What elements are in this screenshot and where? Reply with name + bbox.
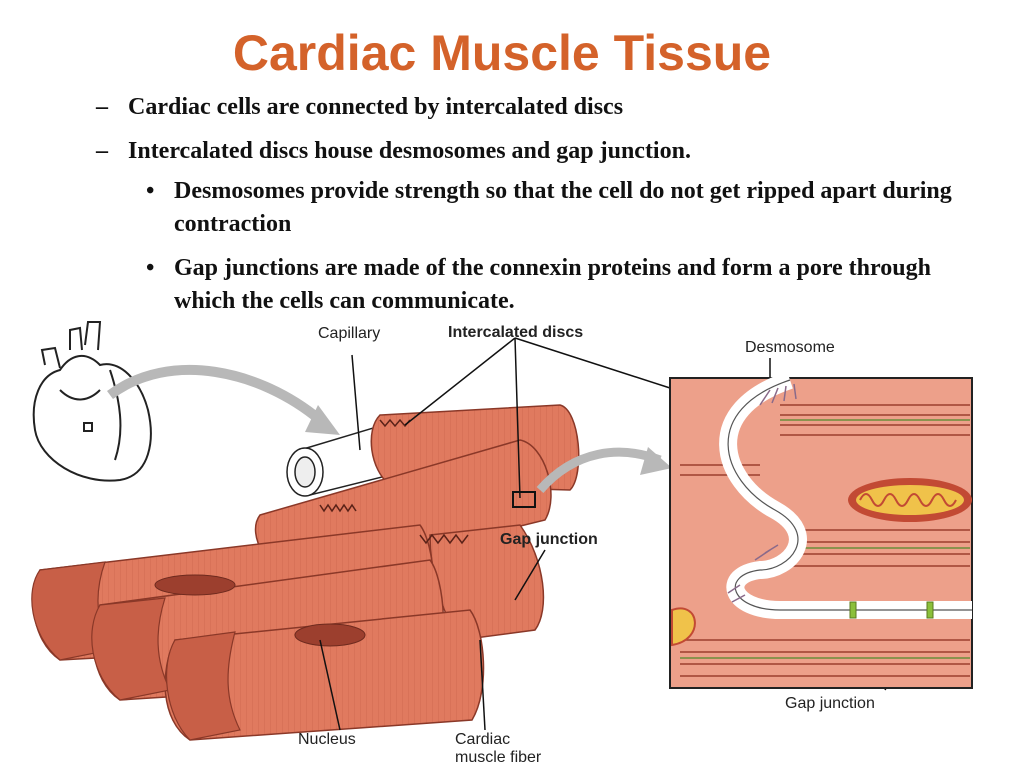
cardiac-tissue-illustration <box>31 321 973 741</box>
cardiac-fiber-label-line2: muscle fiber <box>455 749 542 766</box>
desmosome-label: Desmosome <box>745 339 835 356</box>
capillary-label: Capillary <box>318 325 381 342</box>
bullet-text: Intercalated discs house desmosomes and … <box>128 138 691 164</box>
sub-bullet-text: Gap junctions are made of the connexin p… <box>174 255 931 314</box>
bullet-marker: • <box>146 178 155 204</box>
cardiac-tissue-figure: Capillary Intercalated discs Desmosome G… <box>0 310 1024 768</box>
slide-title: Cardiac Muscle Tissue <box>232 25 772 81</box>
bullet-text: Cardiac cells are connected by intercala… <box>128 94 624 120</box>
dash-marker: – <box>96 138 108 164</box>
bullet-list: – Cardiac cells are connected by interca… <box>0 0 1024 320</box>
heart-icon <box>32 321 152 482</box>
intercalated-discs-label: Intercalated discs <box>448 324 584 341</box>
gap-junction-label: Gap junction <box>500 531 598 548</box>
cardiac-fiber-label-line1: Cardiac <box>455 731 511 748</box>
dash-marker: – <box>96 94 108 120</box>
junction-inset <box>669 371 973 689</box>
sub-bullet-text: Desmosomes provide strength so that the … <box>174 178 952 237</box>
gap-junction-inset-label: Gap junction <box>785 695 875 712</box>
nucleus-shapes <box>154 574 366 647</box>
mitochondrion-shape <box>848 478 972 522</box>
nucleus-label: Nucleus <box>298 731 356 748</box>
bullet-marker: • <box>146 255 155 281</box>
